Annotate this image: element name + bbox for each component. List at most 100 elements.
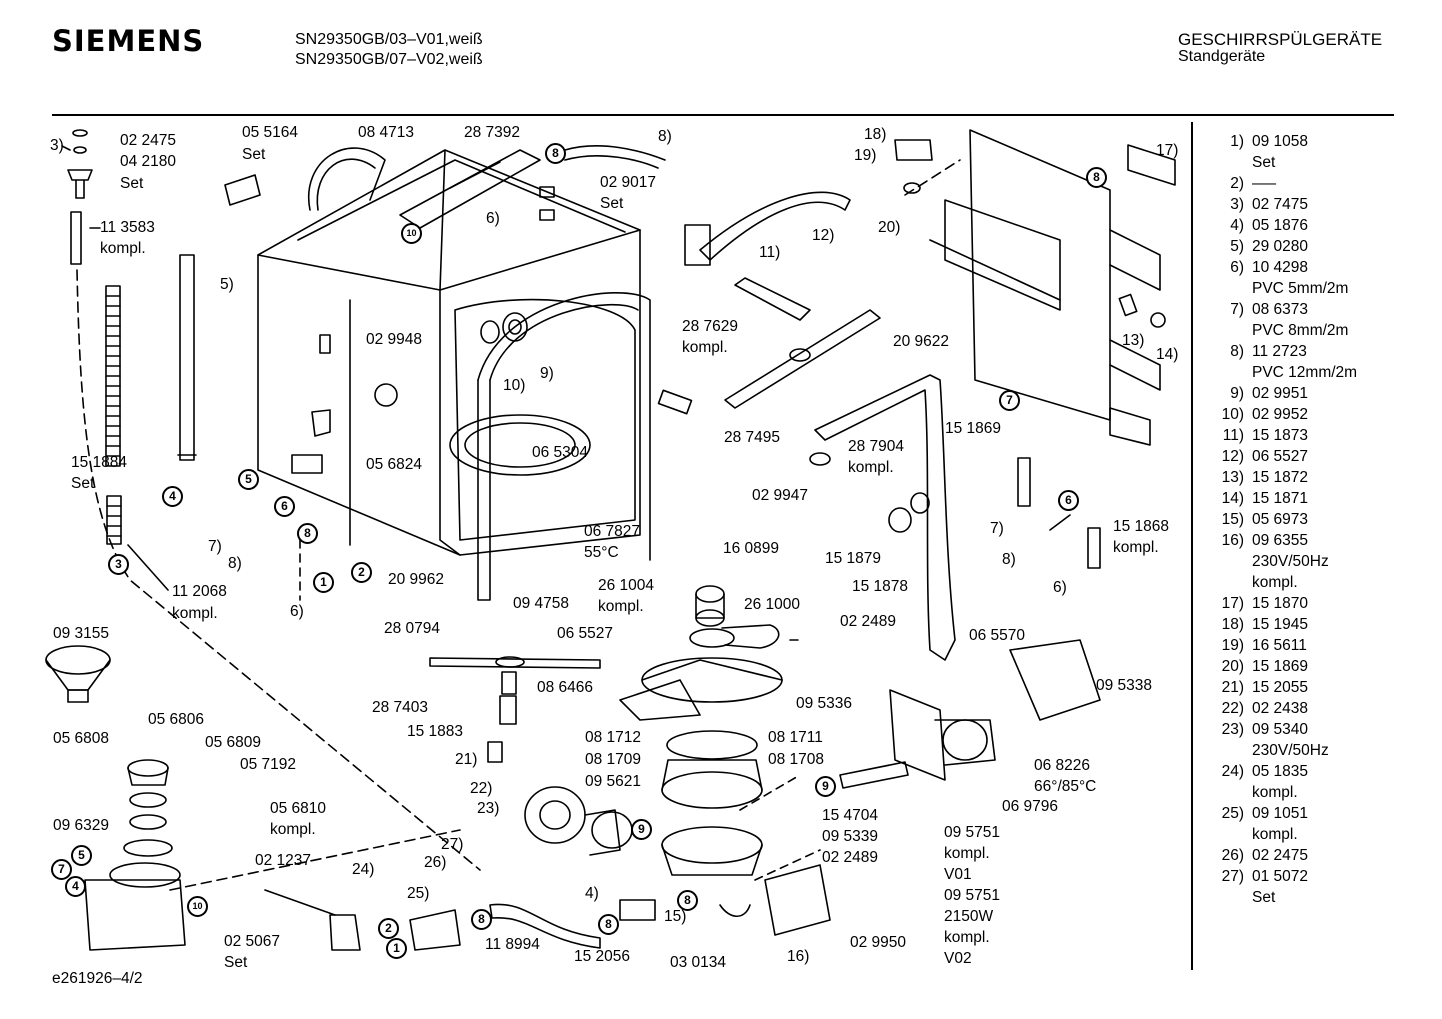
circled-callout: 7	[999, 390, 1020, 411]
part-label: 15 1883	[407, 723, 464, 740]
part-label: 03 0134	[670, 954, 727, 971]
circled-callout: 8	[677, 890, 698, 911]
part-label: V02	[944, 950, 972, 967]
part-label: 15 1878	[852, 578, 909, 595]
part-label: 20)	[878, 219, 901, 236]
part-label: 26)	[424, 854, 447, 871]
part-label: 02 9950	[850, 934, 907, 951]
part-label: 06 5570	[969, 627, 1026, 644]
part-label: 15 4704	[822, 807, 879, 824]
part-label: kompl.	[100, 240, 146, 257]
brand-logo: SIEMENS	[52, 24, 205, 58]
part-label: kompl.	[270, 821, 316, 838]
hose-094758	[477, 379, 491, 601]
legend-row: 3)02 7475	[1206, 194, 1396, 215]
part-label: 20 9622	[893, 333, 950, 350]
part-label: 17)	[1156, 142, 1179, 159]
spray-arm-bracket	[699, 191, 851, 261]
legend-number: 6)	[1230, 259, 1244, 276]
legend-row: 22)02 2438	[1206, 698, 1396, 719]
legend-number: 8)	[1230, 343, 1244, 360]
legend-detail: kompl.	[1252, 826, 1298, 843]
legend-code: 09 1051	[1252, 805, 1309, 822]
legend-number: 10)	[1221, 406, 1244, 423]
part-label: 02 9947	[752, 487, 809, 504]
legend-code: —–	[1252, 175, 1277, 192]
part-label: kompl.	[682, 339, 728, 356]
subcategory-title: Standgeräte	[1178, 48, 1266, 65]
legend-row: 4)05 1876	[1206, 215, 1396, 236]
legend-detail: PVC 8mm/2m	[1252, 322, 1349, 339]
part-label: 23)	[477, 800, 500, 817]
legend-number: 16)	[1221, 532, 1244, 549]
legend-detail: kompl.	[1252, 574, 1298, 591]
legend-code: 02 2475	[1252, 847, 1309, 864]
legend-detail: PVC 12mm/2m	[1252, 364, 1358, 381]
part-label: 06 5304	[532, 444, 589, 461]
circled-callout: 6	[1058, 490, 1079, 511]
part-label: 55°C	[584, 544, 619, 561]
legend-row: 13)15 1872	[1206, 467, 1396, 488]
legend-code: 15 1869	[1252, 658, 1309, 675]
legend-code: 15 1871	[1252, 490, 1309, 507]
part-label: 02 1237	[255, 852, 312, 869]
legend-number: 11)	[1222, 427, 1244, 444]
legend-row-detail: 230V/50Hz	[1206, 740, 1396, 761]
circled-callout: 7	[51, 859, 72, 880]
legend-row: 17)15 1870	[1206, 593, 1396, 614]
part-label: 09 6329	[53, 817, 110, 834]
legend-number: 20)	[1221, 658, 1244, 675]
part-label: 6)	[290, 603, 304, 620]
legend-code: 02 7475	[1252, 196, 1309, 213]
part-label: 25)	[407, 885, 430, 902]
part-label: 06 9796	[1002, 798, 1059, 815]
part-label: 7)	[208, 538, 222, 555]
part-label: 06 7827	[584, 523, 641, 540]
part-label: 09 5751	[944, 887, 1001, 904]
legend-detail: PVC 5mm/2m	[1252, 280, 1349, 297]
part-label: 15)	[664, 908, 687, 925]
legend-number: 25)	[1221, 805, 1244, 822]
legend-code: 02 2438	[1252, 700, 1309, 717]
legend-row-detail: 230V/50Hz	[1206, 551, 1396, 572]
legend-row: 11)15 1873	[1206, 425, 1396, 446]
legend-row: 15)05 6973	[1206, 509, 1396, 530]
water-softener	[84, 759, 186, 951]
legend-code: 10 4298	[1252, 259, 1309, 276]
upper-spray-arm	[429, 657, 601, 669]
circled-callout: 4	[162, 486, 183, 507]
legend-number: 1)	[1230, 133, 1244, 150]
header-rule	[52, 114, 1394, 116]
model-line-2: SN29350GB/07–V02,weiß	[295, 51, 483, 68]
legend-row: 1)09 1058	[1206, 131, 1396, 152]
legend-detail: 230V/50Hz	[1252, 553, 1329, 570]
part-label: 8)	[228, 555, 242, 572]
part-label: 22)	[470, 780, 493, 797]
circled-callout: 10	[187, 896, 208, 917]
part-label: kompl.	[944, 845, 990, 862]
part-label: 15 1869	[945, 420, 1002, 437]
legend-row-detail: Set	[1206, 887, 1396, 908]
part-label: 09 5339	[822, 828, 879, 845]
circled-callout: 5	[238, 469, 259, 490]
legend-row: 9)02 9951	[1206, 383, 1396, 404]
legend-detail: Set	[1252, 889, 1276, 906]
part-label: 08 1712	[585, 729, 642, 746]
legend-number: 4)	[1230, 217, 1244, 234]
riser-tube	[814, 374, 956, 661]
corrugated-hose	[105, 285, 122, 545]
legend-code: 15 2055	[1252, 679, 1309, 696]
drawing-number: e261926–4/2	[52, 970, 143, 987]
circled-callout: 3	[108, 554, 129, 575]
legend-number: 19)	[1221, 637, 1244, 654]
legend-number: 13)	[1221, 469, 1244, 486]
part-label: 02 2475	[120, 132, 177, 149]
legend-row-detail: kompl.	[1206, 782, 1396, 803]
part-label: 13)	[1122, 332, 1145, 349]
part-label: 11)	[759, 244, 781, 261]
legend-row: 8)11 2723	[1206, 341, 1396, 362]
bracket-part	[307, 147, 386, 211]
part-label: 6)	[1053, 579, 1067, 596]
part-label: 06 8226	[1034, 757, 1091, 774]
legend-code: 08 6373	[1252, 301, 1309, 318]
